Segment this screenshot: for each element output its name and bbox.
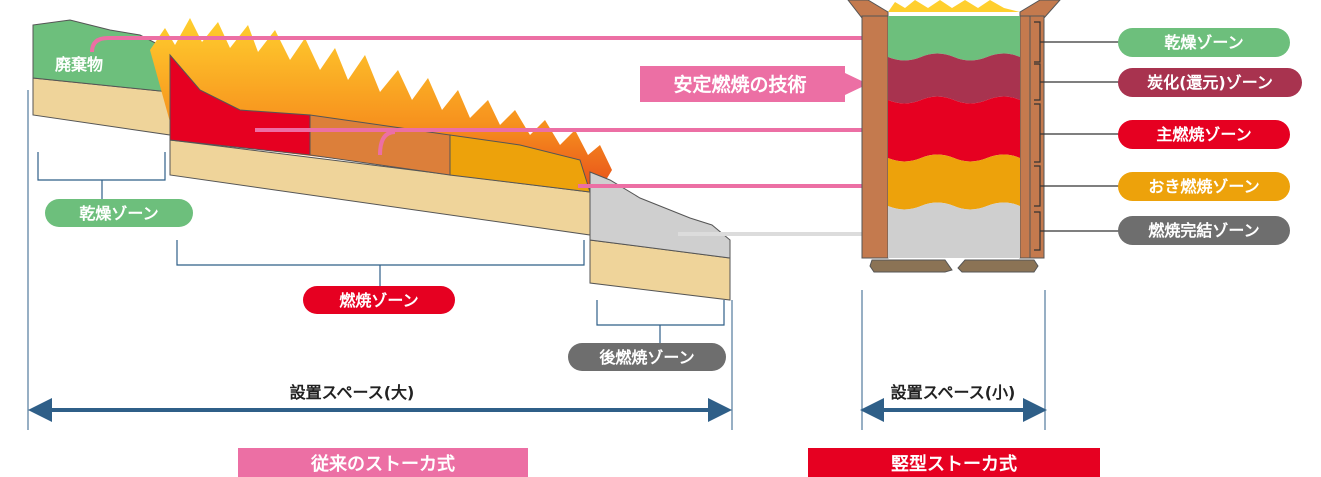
burn-zone-label: 燃焼ゾーン	[339, 291, 418, 310]
burn-block-orange-2	[449, 134, 591, 193]
tech-callout: 安定燃焼の技術	[640, 66, 868, 102]
flow-arrow-dry	[90, 26, 939, 53]
conventional-title: 従来のストーカ式	[310, 453, 455, 475]
dry-zone-label: 乾燥ゾーン	[79, 204, 158, 223]
vertical-zone-label-main: 主燃焼ゾーン	[1156, 125, 1251, 144]
vertical-bracket-main	[1034, 103, 1120, 163]
vertical-zone-pill-dry: 乾燥ゾーン	[1118, 28, 1290, 57]
vertical-zone-label-carbon: 炭化(還元)ゾーン	[1147, 73, 1273, 92]
burn-zone-pill	[303, 286, 455, 314]
burn-zone-bracket	[176, 240, 585, 288]
flow-arrow-branch	[378, 130, 396, 156]
vertical-zone-label-complete: 燃焼完結ゾーン	[1148, 221, 1259, 240]
conventional-title-banner	[238, 448, 528, 477]
vertical-layer-dry	[888, 16, 1020, 61]
vertical-wall-left	[861, 15, 889, 259]
post-burn-bracket	[596, 300, 725, 345]
vertical-grate-base	[869, 259, 953, 273]
vertical-funnel-right	[1019, 0, 1061, 19]
vertical-title: 竪型ストーカ式	[891, 453, 1017, 475]
vertical-bracket-ember	[1034, 165, 1120, 207]
tech-label-box	[640, 66, 845, 102]
vertical-layer-main-burn	[888, 96, 1020, 162]
dry-zone-bracket	[37, 152, 166, 200]
vertical-zone-pill-ember: おき燃焼ゾーン	[1118, 172, 1290, 201]
vertical-zone-label-dry: 乾燥ゾーン	[1164, 33, 1243, 52]
tech-label-pointer	[845, 73, 868, 95]
waste-label: 廃棄物	[55, 55, 103, 74]
vertical-top-flame	[888, 0, 1020, 12]
vertical-layer-complete	[888, 202, 1020, 258]
vertical-grate-base-right	[957, 259, 1039, 273]
vertical-bracket-dry	[1034, 21, 1120, 63]
vertical-bracket-complete	[1034, 211, 1120, 251]
space-small-label: 設置スペース(小)	[891, 383, 1016, 402]
dry-zone-pill	[45, 199, 193, 227]
space-large-label: 設置スペース(大)	[290, 383, 415, 402]
vertical-stoker: 乾燥ゾーン 炭化(還元)ゾーン 主燃焼ゾーン おき燃焼ゾーン 燃焼完結ゾーン 設…	[808, 0, 1302, 477]
vertical-funnel-left	[847, 0, 889, 19]
vertical-zone-pill-carbon: 炭化(還元)ゾーン	[1118, 68, 1302, 97]
tech-label: 安定燃焼の技術	[673, 73, 806, 96]
post-burn-zone-label: 後燃焼ゾーン	[599, 348, 694, 367]
vertical-bracket-carbon	[1034, 63, 1120, 101]
vertical-zone-label-ember: おき燃焼ゾーン	[1148, 177, 1259, 196]
conventional-stoker: 廃棄物 乾燥ゾーン 燃焼ゾーン 後燃焼ゾーン 設置スペース(大)	[27, 18, 943, 477]
vertical-title-banner	[808, 448, 1100, 477]
post-burn-zone-pill	[568, 343, 726, 371]
vertical-zone-pill-main: 主燃焼ゾーン	[1118, 120, 1290, 149]
vertical-zone-pill-complete: 燃焼完結ゾーン	[1118, 216, 1290, 245]
vertical-layer-carbon	[888, 53, 1020, 104]
vertical-layer-ember	[888, 154, 1020, 210]
